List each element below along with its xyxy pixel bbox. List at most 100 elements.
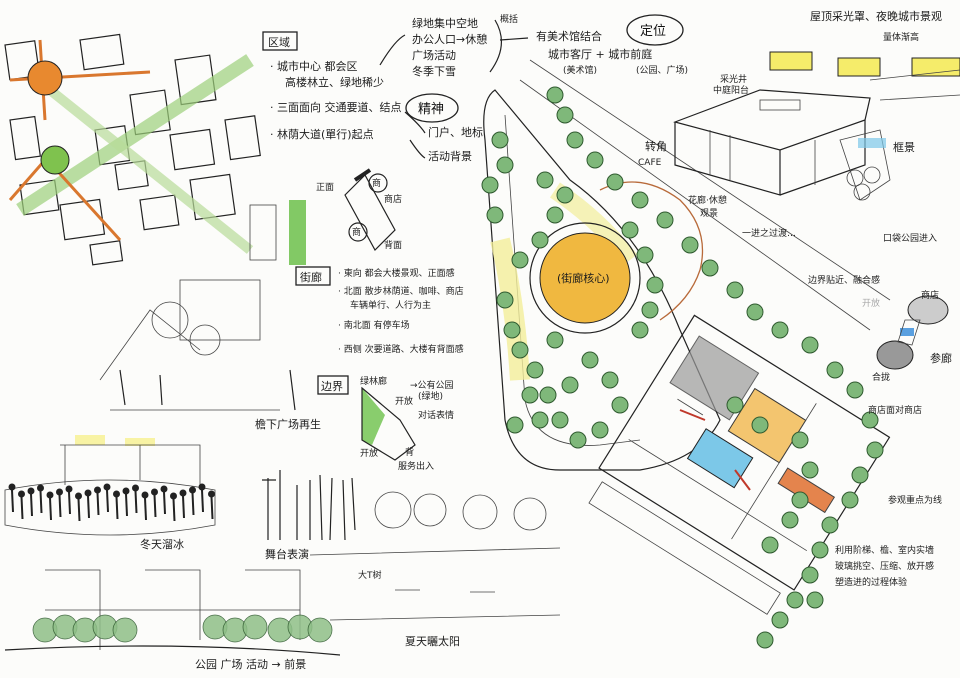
spirit-item: 活动背景 — [428, 149, 472, 163]
tree-icon — [801, 461, 819, 479]
skater-figure — [20, 496, 24, 520]
positioning-line2: 城市客厅 + 城市前庭 — [548, 47, 652, 61]
skater-head — [46, 491, 54, 499]
skater-head — [113, 490, 120, 498]
winter-skating-sketch — [4, 435, 216, 536]
skater-head — [94, 486, 101, 494]
tree-icon — [486, 206, 504, 224]
tree-icon — [631, 191, 649, 209]
stairs-note: 玻璃挑空、压缩、放开感 — [835, 560, 934, 572]
boundary-green: 绿林廊 — [360, 375, 387, 387]
tree-icon — [751, 416, 769, 434]
tree-icon — [821, 516, 839, 534]
zoning-bullet: · 林荫大道(單行)起点 — [270, 127, 374, 141]
facade-front: 正面 — [316, 182, 334, 193]
tree-icon — [811, 541, 829, 559]
lawn-strip-west — [490, 237, 530, 381]
skater-head — [141, 491, 149, 499]
skater-figure — [87, 495, 90, 519]
boundary-open: 开放 — [395, 395, 413, 407]
skater-figure — [39, 490, 43, 514]
facade-diagram — [344, 168, 396, 251]
tree-icon — [611, 396, 629, 414]
tree-icon — [546, 331, 564, 349]
spirit-title: 精神 — [418, 102, 444, 117]
enclose-note: 合拢 — [872, 371, 890, 383]
need-item: 冬季下雪 — [412, 64, 456, 78]
tree-icon — [601, 371, 619, 389]
green-corridor — [46, 86, 254, 254]
boundary-title-box — [317, 375, 349, 395]
boundary-title: 边界 — [321, 380, 343, 393]
zoning-bullet: 高楼林立、绿地稀少 — [285, 75, 384, 89]
section-caption: 公园 广场 活动 → 前景 — [195, 657, 306, 671]
boundary-service: 服务出入 — [398, 460, 434, 472]
skater-figure — [58, 494, 62, 518]
big-tree-caption: 大T树 — [358, 569, 382, 581]
perspective-sketch — [673, 51, 960, 201]
skater-head — [151, 488, 158, 496]
tree-icon — [726, 396, 744, 414]
positioning-note-a: (美术馆) — [563, 64, 597, 76]
arrow — [404, 111, 426, 159]
tree-icon — [756, 631, 774, 649]
tree-icon — [636, 246, 654, 264]
facade-shop: 商店 — [384, 193, 402, 205]
tree-icon — [791, 431, 809, 449]
roof-label: 屋顶采光罩、夜晚城市景观 — [810, 9, 942, 23]
zoning-title: 区域 — [268, 36, 290, 49]
tree-icon — [771, 611, 789, 629]
tree-icon — [556, 186, 574, 204]
skater-head — [160, 485, 168, 493]
tree-icon — [506, 416, 524, 434]
facade-shop2: 商 — [352, 226, 361, 238]
path-brown — [599, 181, 704, 321]
tree-icon — [591, 421, 609, 439]
skater-figure — [134, 490, 138, 514]
positioning-note-b: (公园、广场) — [636, 64, 688, 76]
tree-icon — [861, 411, 879, 429]
context-map — [4, 33, 261, 266]
skater-figure — [172, 498, 176, 522]
boundary-open: 开放 — [360, 447, 378, 459]
skater-head — [208, 490, 215, 498]
skater-head — [84, 489, 92, 497]
tree-icon — [781, 511, 799, 529]
arrow — [499, 37, 529, 41]
tree-icon — [791, 491, 809, 509]
street-block-title: 街廊 — [300, 270, 322, 284]
gallery-label: 花廊·休憩 — [688, 194, 727, 206]
summary-label: 概括 — [500, 13, 518, 25]
skater-head — [18, 490, 25, 498]
skater-head — [170, 492, 177, 500]
city-block — [4, 40, 41, 81]
green-swatch — [289, 200, 306, 265]
building-complex — [588, 314, 891, 615]
tree-icon — [581, 351, 599, 369]
skater-figure — [96, 492, 100, 516]
skater-head — [103, 483, 111, 491]
facade-back: 背面 — [384, 239, 402, 251]
eaves-plaza-caption: 檐下广场再生 — [255, 417, 321, 431]
skater-figure — [182, 495, 185, 519]
stage-caption: 舞台表演 — [265, 547, 309, 561]
skater-figure — [210, 496, 214, 520]
boundary-dialog: 对话表情 — [418, 409, 454, 421]
tree-icon — [631, 321, 649, 339]
tree-icon — [546, 86, 564, 104]
tree-icon — [503, 321, 521, 339]
stage-performance-sketch — [262, 470, 356, 541]
skater-figure — [77, 498, 81, 522]
node-circle-south — [40, 145, 70, 175]
street-block-bullet: 车辆单行、人行为主 — [350, 299, 431, 311]
skater-head — [65, 485, 73, 493]
tree-icon — [531, 231, 549, 249]
need-item: 广场活动 — [412, 48, 456, 62]
tree-icon — [531, 411, 549, 429]
orange-arrow-se — [50, 163, 122, 242]
tree-icon — [786, 591, 804, 609]
street-block-bullet: · 西侧 次要道路、大楼有背面感 — [338, 343, 464, 355]
skater-figure — [11, 489, 14, 513]
boulevard-lines — [519, 59, 891, 331]
skater-head — [56, 488, 63, 496]
